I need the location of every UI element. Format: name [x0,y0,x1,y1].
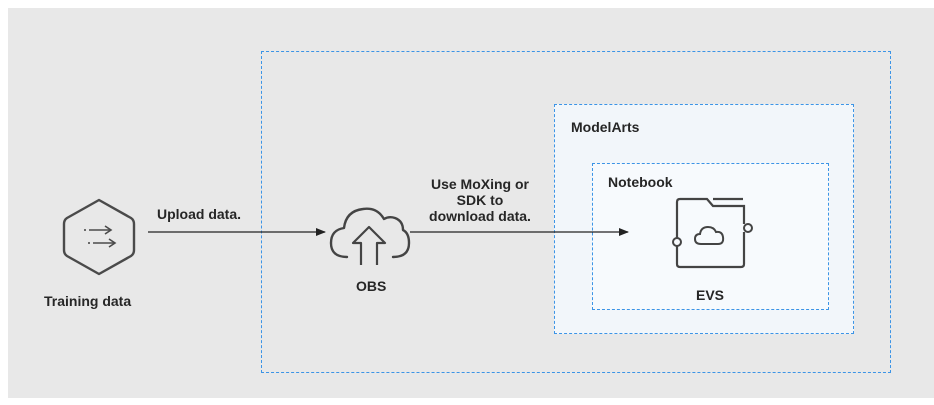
download-edge-label-line-1: Use MoXing or [430,176,529,192]
download-edge-label-line-2: SDK to [456,192,504,208]
evs-label: EVS [696,287,725,303]
arrows-hexagon-icon [62,198,136,276]
upload-edge-label: Upload data. [157,206,242,222]
download-edge-label: Use MoXing or SDK to download data. [416,176,544,224]
modelarts-label: ModelArts [571,119,640,135]
download-edge-label-line-3: download data. [429,208,531,224]
training-data-label: Training data [44,293,132,309]
folder-cloud-icon [672,197,753,269]
notebook-label: Notebook [608,174,673,190]
cloud-boundary-box [261,51,891,373]
cloud-upload-icon [329,207,411,265]
obs-label: OBS [356,278,387,294]
notebook-box [592,163,829,310]
